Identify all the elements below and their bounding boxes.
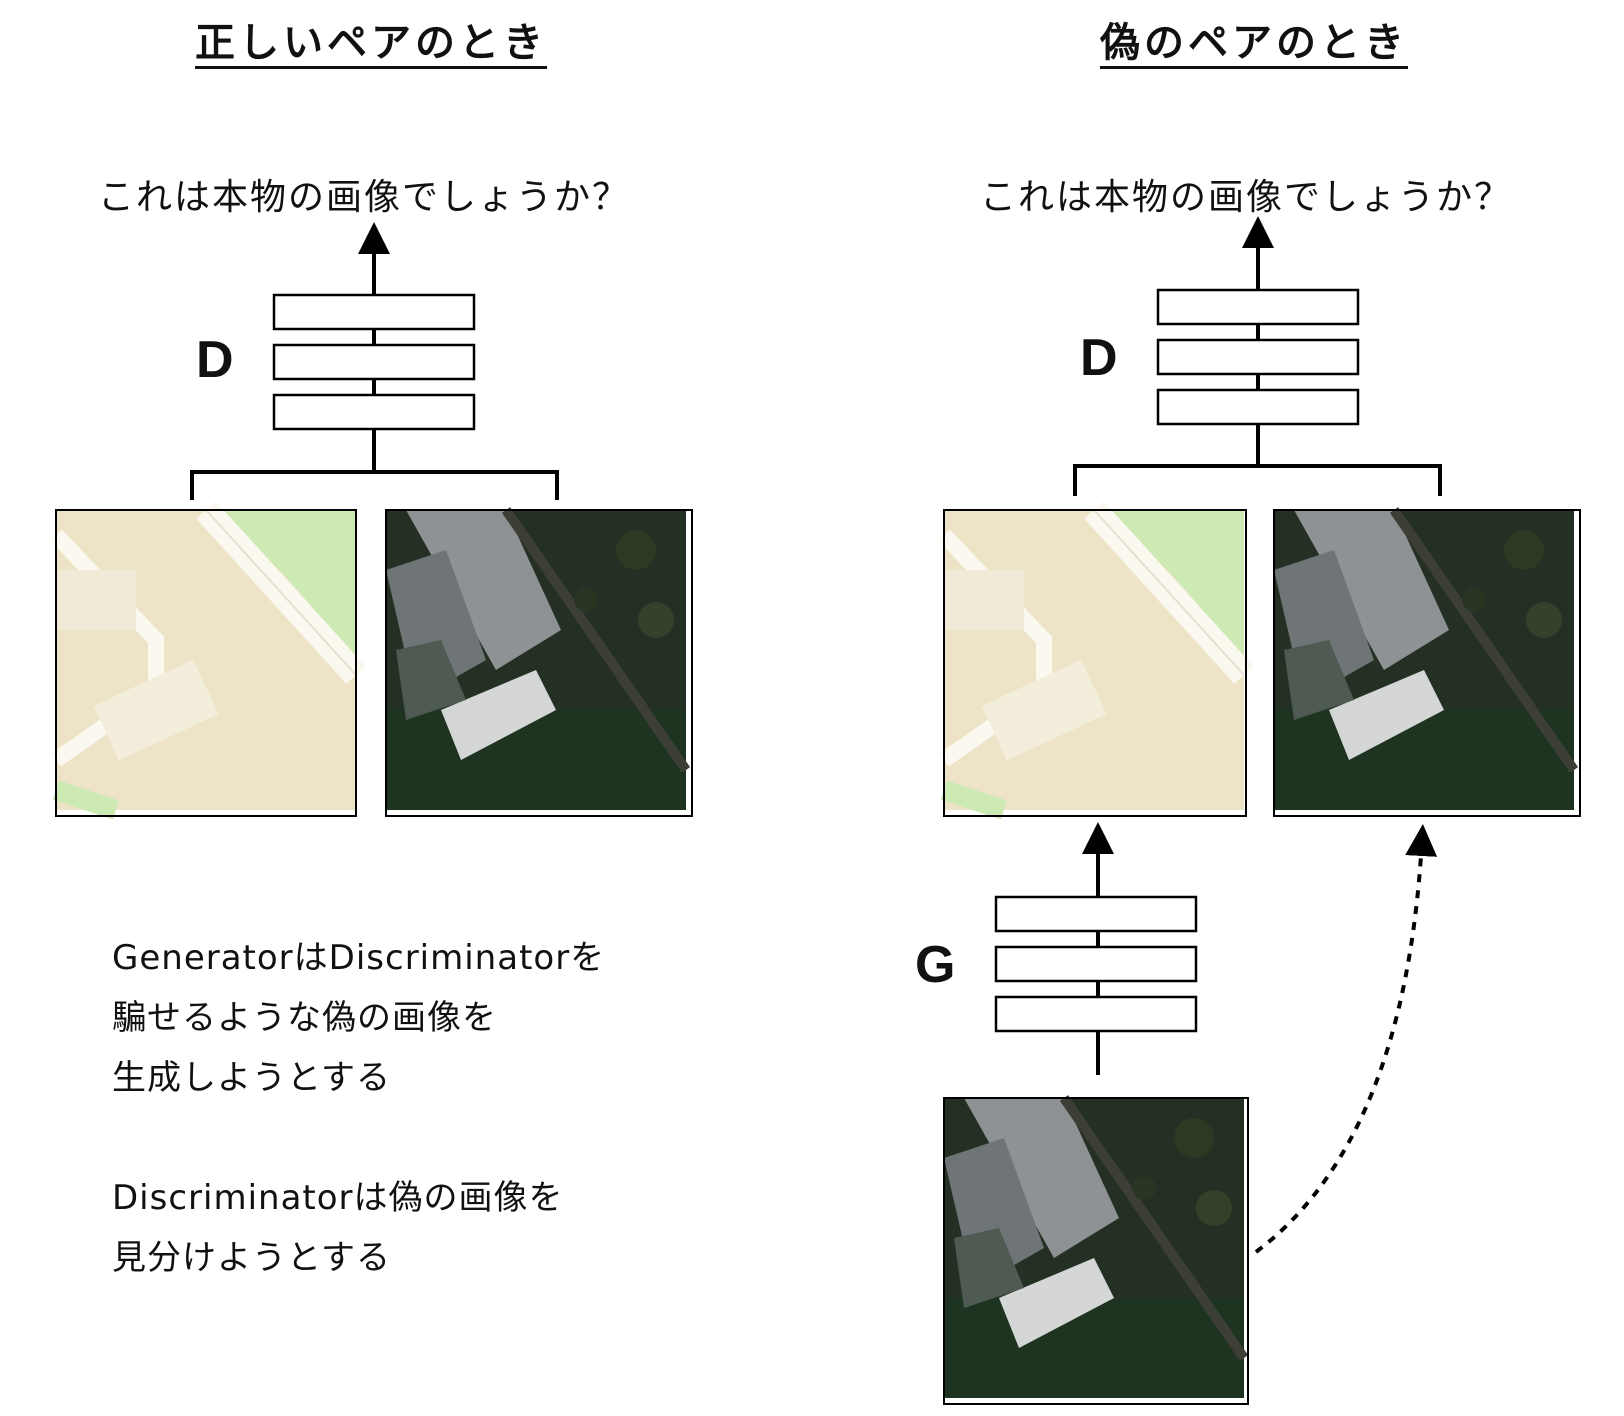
left-question: これは本物の画像でしょうか？ [98,177,631,218]
g-layer-3 [994,995,1198,1033]
right-generated-satellite-image [1274,510,1581,817]
left-satellite-image [386,510,693,817]
desc-line-4: Discriminatorは偽の画像を [112,1178,564,1218]
right-d-layer-3 [1156,388,1360,426]
desc-line-3: 生成しようとする [112,1058,391,1098]
dotted-generation-arrow [1254,824,1438,1254]
right-question: これは本物の画像でしょうか？ [980,177,1513,218]
right-map-image [944,510,1246,816]
right-d-layer-2 [1156,338,1360,376]
left-d-layer-3 [272,393,476,431]
left-discriminator-label: D [196,331,234,389]
g-layer-1 [994,895,1198,933]
right-discriminator-label: D [1080,329,1118,387]
left-bracket [190,470,559,500]
generator-label: G [915,936,956,994]
left-d-layer-1 [272,293,476,331]
source-satellite-image [944,1098,1249,1405]
right-d-layer-1 [1156,288,1360,326]
left-heading: 正しいペアのとき [195,20,547,66]
left-map-image [56,510,356,816]
desc-line-5: 見分けようとする [112,1238,391,1278]
right-bracket [1073,464,1442,496]
right-heading: 偽のペアのとき [1100,20,1408,66]
generator-description: GeneratorはDiscriminatorを 騙せるような偽の画像を 生成し… [112,928,605,1108]
desc-line-2: 騙せるような偽の画像を [112,998,497,1038]
discriminator-description: Discriminatorは偽の画像を 見分けようとする [112,1168,564,1288]
desc-line-1: GeneratorはDiscriminatorを [112,938,606,978]
left-d-layer-2 [272,343,476,381]
g-layer-2 [994,945,1198,983]
